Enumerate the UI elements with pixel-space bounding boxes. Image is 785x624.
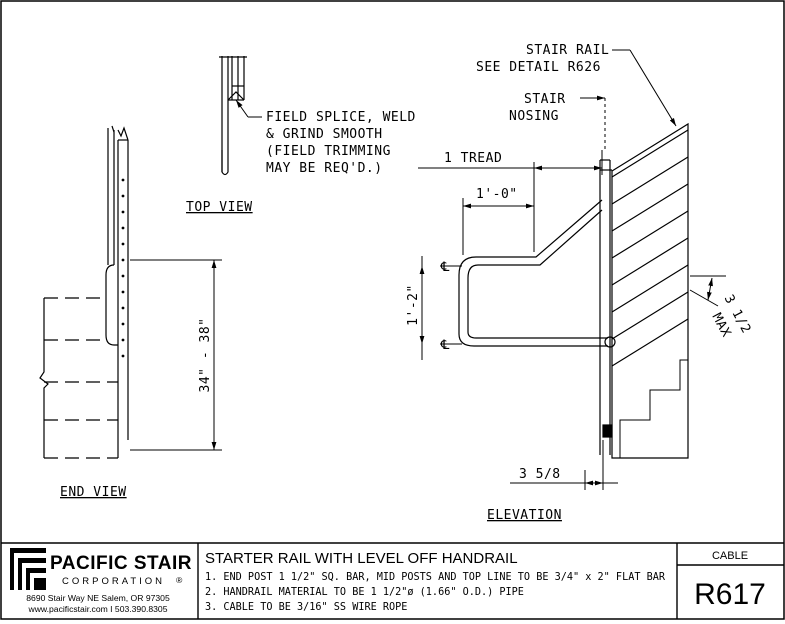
company-subtitle: CORPORATION [62,576,165,587]
cable-spacing-dimension [689,275,726,307]
tread-dimension [418,150,603,252]
company-address: 8690 Stair Way NE Salem, OR 97305 [26,593,170,603]
note-2: 2. HANDRAIL MATERIAL TO BE 1 1/2"ø (1.66… [205,587,524,598]
drawing-number: R617 [694,578,766,611]
registered-mark: ® [176,575,183,585]
one-foot-dim-label: 1'-0" [476,187,518,202]
drawing-title: STARTER RAIL WITH LEVEL OFF HANDRAIL [205,550,518,567]
field-splice-note-line-4: MAY BE REQ'D.) [266,161,383,176]
one-foot-dimension [462,198,534,255]
note-3: 3. CABLE TO BE 3/16" SS WIRE ROPE [205,602,407,613]
field-splice-note-line-2: & GRIND SMOOTH [266,127,383,142]
stair-rail-label-line-1: STAIR RAIL [526,43,609,58]
handrail-drop-dimension [419,256,462,360]
elevation-handrail [458,199,616,348]
pacific-stair-logo-icon [10,548,46,590]
centerline-symbol-lower: ℄ [440,338,450,353]
rail-height-dimension [130,259,222,451]
rail-height-dim-label: 34" - 38" [198,318,213,393]
stair-rail-leader [612,49,677,127]
stair-rail-label-line-2: SEE DETAIL R626 [476,60,601,75]
handrail-drop-dim-label: 1'-2" [406,284,421,326]
elevation-stair-rail-panel [611,122,689,459]
rail-type-label: CABLE [712,550,748,562]
tread-dim-label: 1 TREAD [444,151,502,166]
elevation-title: ELEVATION [487,508,562,523]
end-view-drawing [39,125,129,459]
stair-nosing-label-line-2: NOSING [509,109,559,124]
note-1: 1. END POST 1 1/2" SQ. BAR, MID POSTS AN… [205,572,666,583]
centerline-symbol-upper: ℄ [440,260,450,275]
company-contact: www.pacificstair.com I 503.390.8305 [27,604,167,614]
top-view-drawing [219,56,247,176]
field-splice-note-line-3: (FIELD TRIMMING [266,144,391,159]
field-splice-leader [235,99,262,118]
stair-nosing-leader [580,95,606,150]
offset-dimension [510,440,618,490]
field-splice-note-line-1: FIELD SPLICE, WELD [266,110,416,125]
company-name: PACIFIC STAIR [50,553,192,574]
elevation-end-post [599,159,613,455]
end-view-cable-dots [121,178,125,358]
stair-nosing-label-line-1: STAIR [524,92,566,107]
title-block-frame [1,542,784,619]
end-view-title: END VIEW [60,485,127,500]
top-view-title: TOP VIEW [186,200,253,215]
offset-dim-label: 3 5/8 [519,467,561,482]
